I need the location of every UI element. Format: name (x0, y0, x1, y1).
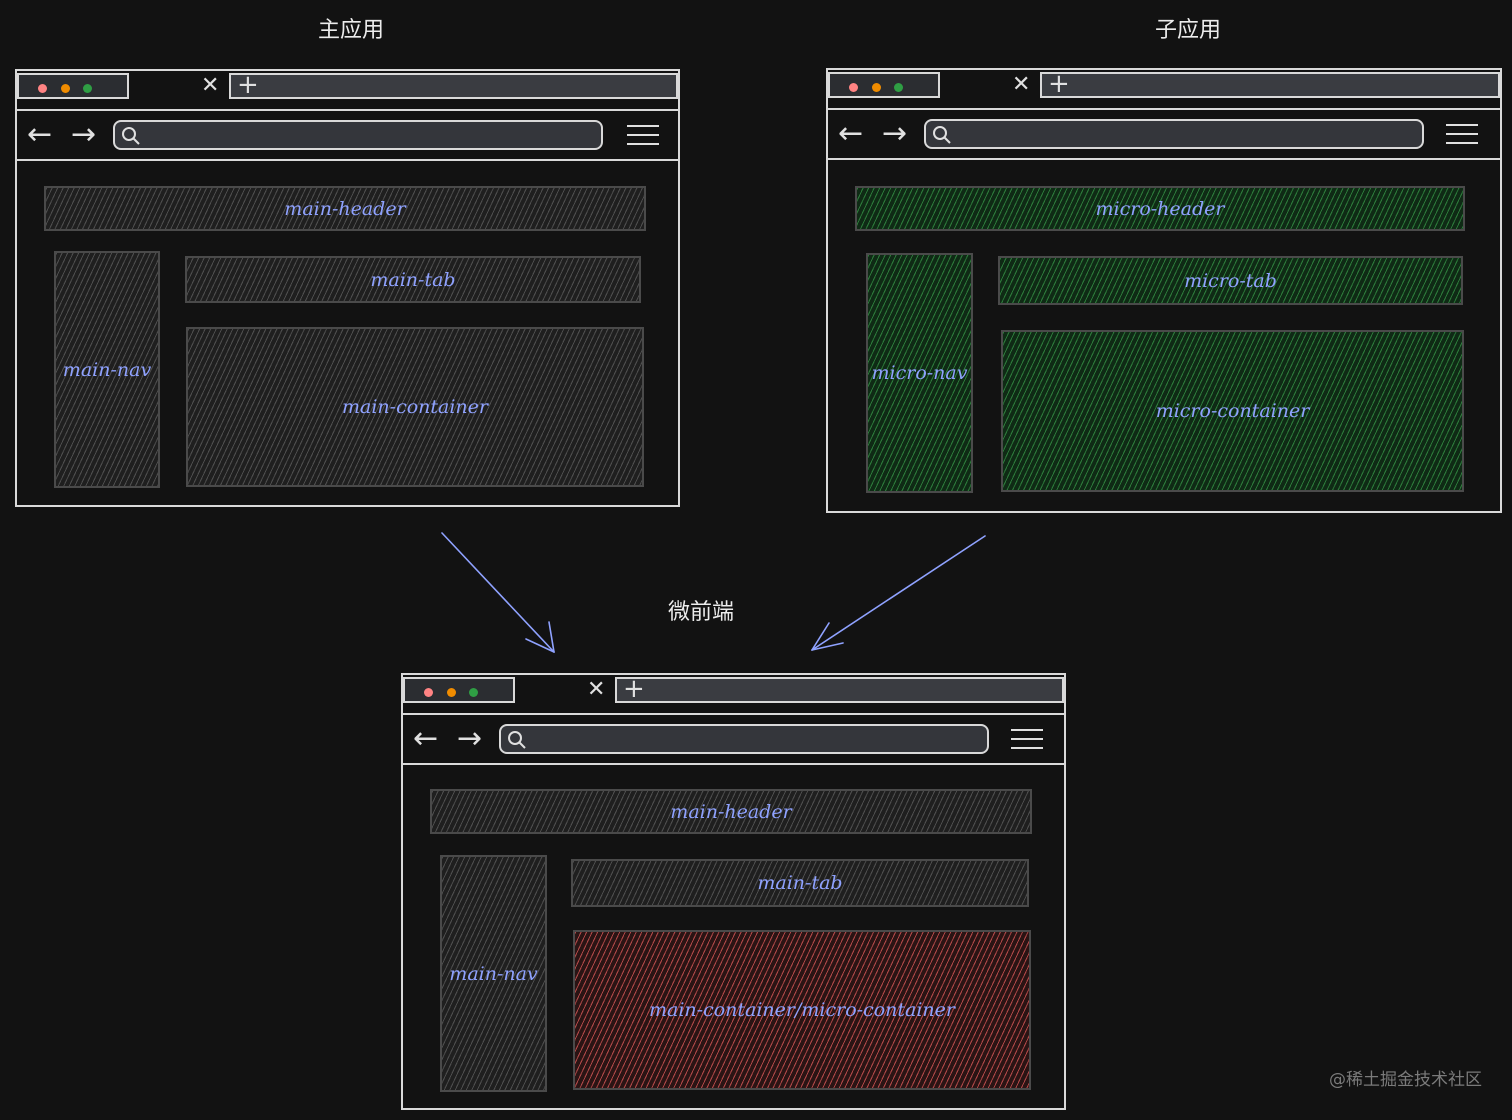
arrow-right-icon[interactable]: → (882, 116, 908, 151)
tab-bar: ✕ + (403, 675, 1064, 705)
main-nav-region: main-nav (54, 251, 160, 488)
new-tab-bar: + (1040, 69, 1500, 99)
window-controls (17, 73, 129, 99)
combined-container-region: main-container/micro-container (573, 930, 1031, 1090)
maximize-window-dot[interactable] (469, 688, 478, 697)
menu-icon[interactable] (627, 125, 659, 149)
address-bar-row: ← → (17, 109, 678, 161)
micro-header-label: micro-header (1095, 197, 1225, 220)
url-input[interactable] (499, 724, 989, 754)
caption-micro-app: 子应用 (1155, 18, 1222, 43)
arrow-right-icon[interactable]: → (457, 721, 483, 756)
close-icon[interactable]: ✕ (587, 677, 606, 702)
arrow-left-icon[interactable]: ← (27, 117, 53, 152)
menu-icon[interactable] (1011, 729, 1043, 753)
address-bar-row: ← → (403, 713, 1064, 765)
close-icon[interactable]: ✕ (1012, 72, 1031, 97)
browser-main-app: ✕ + ← → main-header main-nav main-tab ma… (15, 69, 680, 507)
close-window-dot[interactable] (424, 688, 433, 697)
plus-icon[interactable]: + (1048, 69, 1070, 99)
micro-nav-label: micro-nav (871, 362, 968, 384)
main-tab-region: main-tab (571, 859, 1029, 907)
watermark: @稀土掘金技术社区 (1329, 1070, 1482, 1090)
close-icon[interactable]: ✕ (201, 73, 220, 98)
main-nav-region: main-nav (440, 855, 547, 1092)
main-container-region: main-container (186, 327, 644, 487)
url-input[interactable] (924, 119, 1424, 149)
close-window-dot[interactable] (849, 83, 858, 92)
close-window-dot[interactable] (38, 84, 47, 93)
arrow-left-icon[interactable]: ← (413, 721, 439, 756)
window-controls (828, 72, 940, 98)
minimize-window-dot[interactable] (61, 84, 70, 93)
arrow-left-icon[interactable]: ← (838, 116, 864, 151)
main-tab-label: main-tab (757, 872, 843, 894)
micro-tab-region: micro-tab (998, 256, 1463, 305)
main-container-label: main-container (342, 396, 488, 418)
caption-main-app: 主应用 (318, 18, 385, 43)
search-icon (508, 731, 526, 749)
new-tab-bar: + (229, 70, 678, 100)
address-bar-row: ← → (828, 108, 1500, 160)
browser-micro-app: ✕ + ← → micro-header micro-nav micro-tab… (826, 68, 1502, 513)
main-header-label: main-header (284, 197, 406, 220)
new-tab-bar: + (615, 674, 1064, 704)
caption-micro-frontend: 微前端 (668, 600, 735, 625)
browser-micro-frontend: ✕ + ← → main-header main-nav main-tab ma… (401, 673, 1066, 1110)
maximize-window-dot[interactable] (83, 84, 92, 93)
arrow-main-to-combined (441, 532, 555, 653)
search-icon (122, 127, 140, 145)
main-header-region: main-header (44, 186, 646, 231)
main-tab-label: main-tab (370, 268, 456, 291)
micro-header-region: micro-header (855, 186, 1465, 231)
main-nav-label: main-nav (62, 358, 152, 381)
micro-nav-region: micro-nav (866, 253, 973, 493)
micro-container-label: micro-container (1155, 400, 1310, 422)
tab-bar: ✕ + (828, 70, 1500, 100)
minimize-window-dot[interactable] (447, 688, 456, 697)
url-input[interactable] (113, 120, 603, 150)
arrow-micro-to-combined (811, 535, 986, 651)
maximize-window-dot[interactable] (894, 83, 903, 92)
main-header-label: main-header (670, 800, 792, 823)
main-header-region: main-header (430, 789, 1032, 834)
tab-bar: ✕ + (17, 71, 678, 101)
main-tab-region: main-tab (185, 256, 641, 303)
micro-tab-label: micro-tab (1184, 269, 1277, 292)
search-icon (933, 126, 951, 144)
main-nav-label: main-nav (449, 962, 538, 985)
plus-icon[interactable]: + (237, 70, 259, 100)
arrow-right-icon[interactable]: → (71, 117, 97, 152)
window-controls (403, 677, 515, 703)
minimize-window-dot[interactable] (872, 83, 881, 92)
micro-container-region: micro-container (1001, 330, 1464, 492)
combined-container-label: main-container/micro-container (649, 999, 955, 1021)
plus-icon[interactable]: + (623, 674, 645, 704)
menu-icon[interactable] (1446, 124, 1478, 148)
